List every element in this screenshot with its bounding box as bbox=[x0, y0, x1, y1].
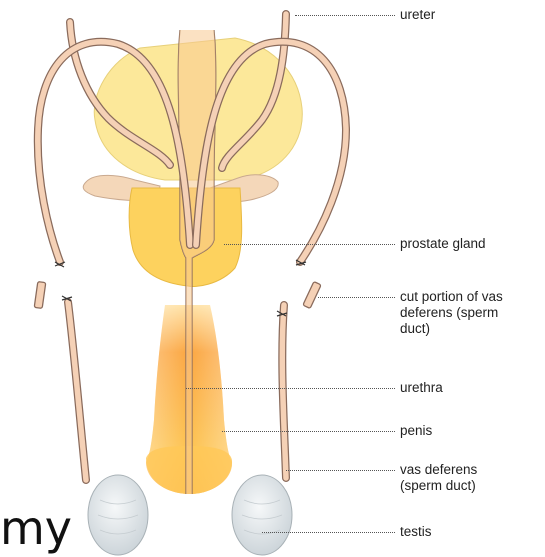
leader-prostate bbox=[224, 244, 395, 245]
cut-portion-right bbox=[303, 282, 321, 309]
leader-vas bbox=[286, 470, 395, 471]
label-prostate-gland: prostate gland bbox=[400, 236, 486, 252]
label-cut-portion: cut portion of vas deferens (sperm duct) bbox=[400, 289, 503, 337]
leader-urethra bbox=[186, 388, 395, 389]
testis-left bbox=[88, 475, 148, 555]
label-urethra: urethra bbox=[400, 380, 443, 396]
cropped-text-fragment: my bbox=[0, 500, 72, 556]
leader-cut bbox=[318, 297, 395, 298]
leader-ureter bbox=[295, 15, 395, 16]
testis-right bbox=[232, 475, 292, 555]
label-testis: testis bbox=[400, 524, 432, 540]
cut-portion-left bbox=[34, 282, 46, 309]
leader-penis bbox=[222, 431, 395, 432]
label-vas-deferens: vas deferens (sperm duct) bbox=[400, 462, 477, 494]
label-ureter: ureter bbox=[400, 7, 435, 23]
leader-testis bbox=[262, 532, 395, 533]
label-penis: penis bbox=[400, 423, 432, 439]
